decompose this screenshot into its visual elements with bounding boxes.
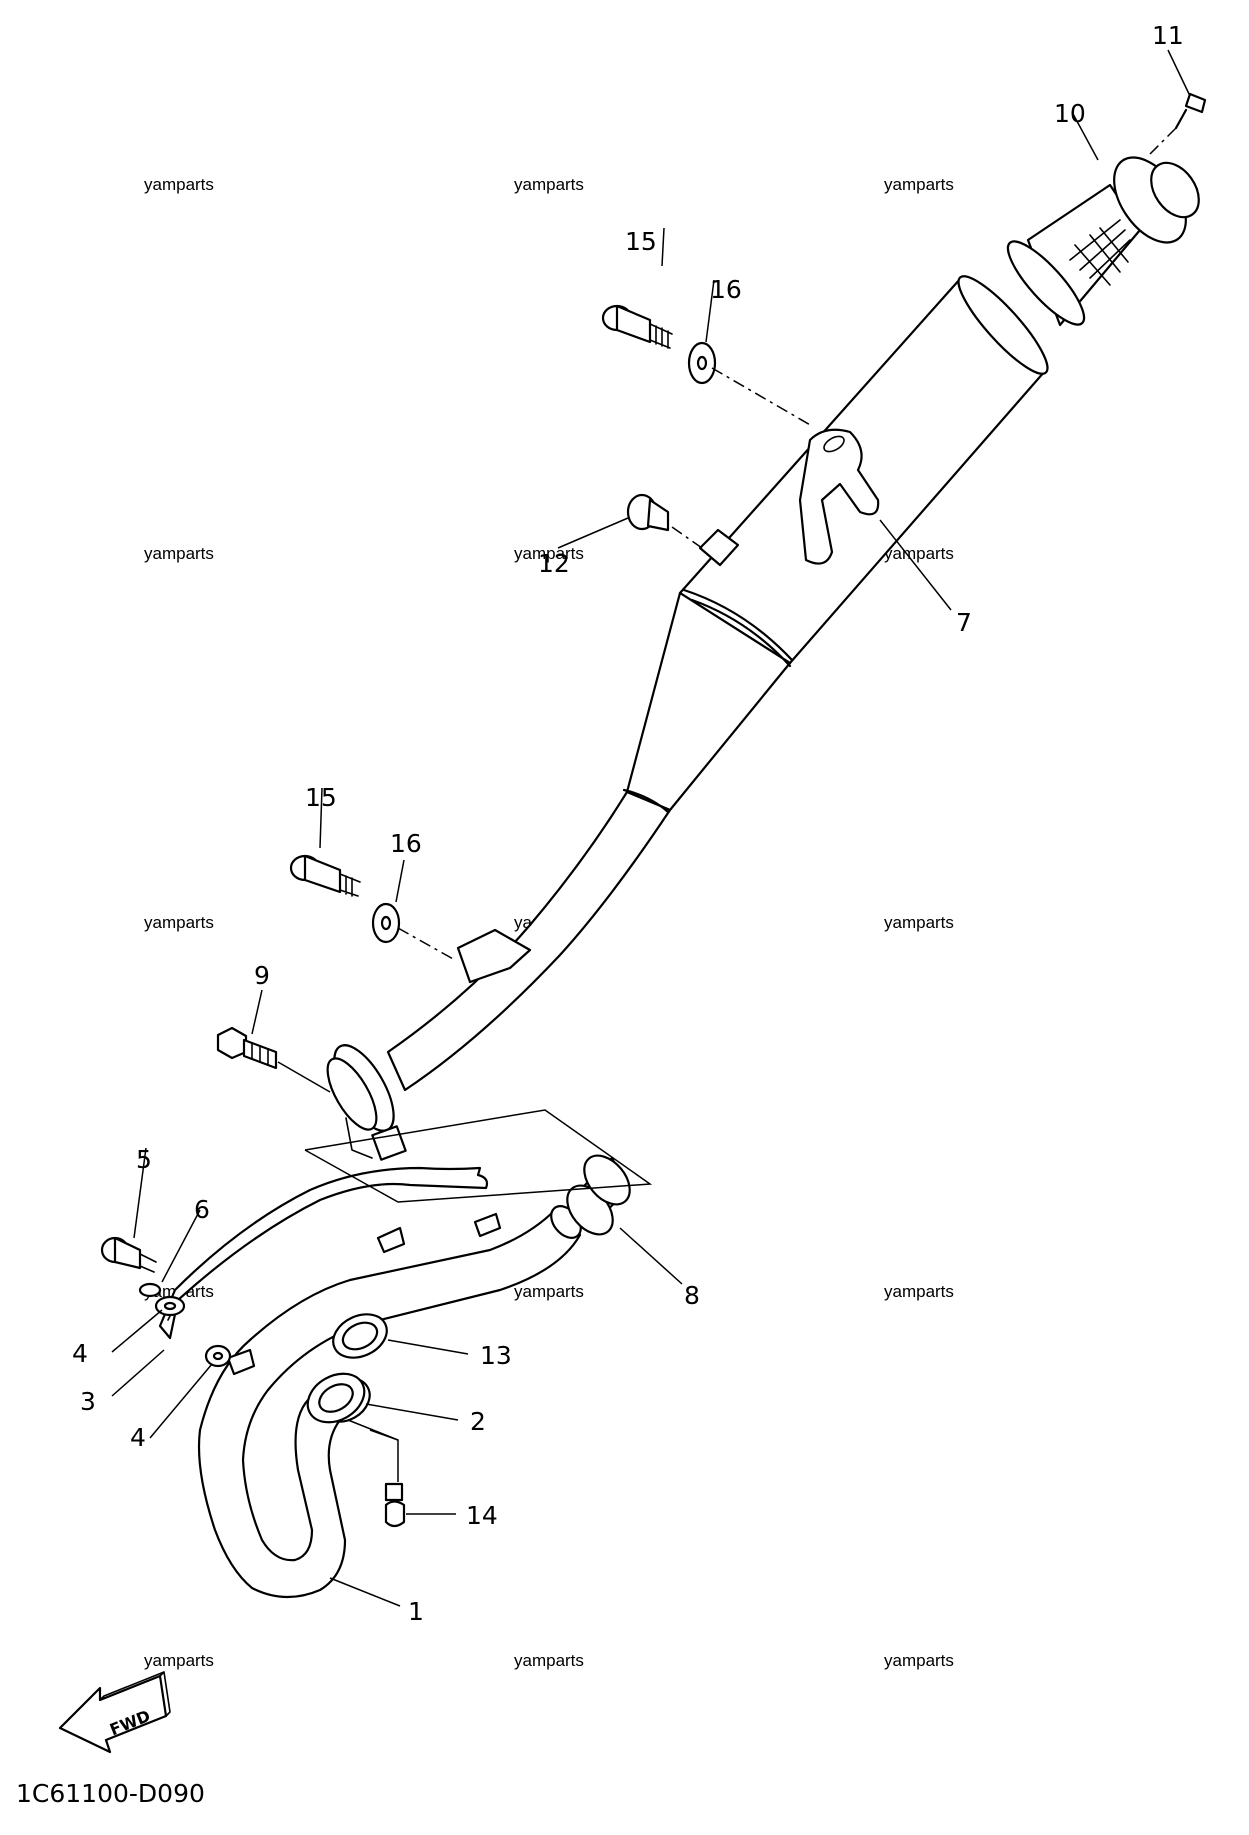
diagram-code: 1C61100-D090 bbox=[16, 1779, 205, 1808]
gasket-part-13 bbox=[332, 1313, 388, 1359]
callout-15-upper: 15 bbox=[625, 227, 657, 256]
watermark: yamparts bbox=[514, 1282, 584, 1301]
watermark: yamparts bbox=[514, 175, 584, 194]
leader-lines bbox=[111, 49, 1191, 1607]
watermark: yamparts bbox=[884, 1651, 954, 1670]
callout-15-lower: 15 bbox=[305, 783, 337, 812]
callout-12: 12 bbox=[538, 549, 570, 578]
watermark: yamparts bbox=[144, 544, 214, 563]
washer-part-16-lower bbox=[371, 902, 456, 961]
watermark: yamparts bbox=[884, 175, 954, 194]
gasket-part-8 bbox=[566, 1154, 631, 1236]
watermark: yamparts bbox=[144, 1651, 214, 1670]
watermark: yamparts bbox=[884, 544, 954, 563]
bolt-part-9 bbox=[216, 1026, 331, 1093]
washer-part-6 bbox=[138, 1282, 162, 1298]
bolt-part-14 bbox=[347, 1419, 406, 1528]
callout-5: 5 bbox=[136, 1145, 152, 1174]
end-cap-part-10 bbox=[1006, 156, 1200, 327]
callout-2: 2 bbox=[470, 1407, 486, 1436]
bolt-part-5 bbox=[100, 1236, 157, 1273]
callout-11: 11 bbox=[1152, 21, 1184, 50]
alignment-frame bbox=[304, 1109, 653, 1203]
callout-10: 10 bbox=[1054, 99, 1086, 128]
washer-part-16-upper bbox=[687, 341, 813, 427]
callout-7: 7 bbox=[956, 608, 972, 637]
exhaust-pipe-part-1 bbox=[197, 1205, 582, 1599]
callout-13: 13 bbox=[480, 1341, 512, 1370]
screw-part-11 bbox=[1149, 92, 1207, 155]
callout-3: 3 bbox=[80, 1387, 96, 1416]
watermark: yamparts bbox=[514, 1651, 584, 1670]
watermark: yamparts bbox=[144, 913, 214, 932]
grommet-part-12 bbox=[626, 493, 703, 549]
watermark: yamparts bbox=[884, 1282, 954, 1301]
callout-6: 6 bbox=[194, 1195, 210, 1224]
bolt-part-15-upper bbox=[601, 304, 673, 349]
callout-4-lower: 4 bbox=[130, 1423, 146, 1452]
callout-16-upper: 16 bbox=[710, 275, 742, 304]
muffler-part-7 bbox=[326, 275, 1049, 1161]
callout-1: 1 bbox=[408, 1597, 424, 1626]
watermark: yamparts bbox=[144, 175, 214, 194]
callout-9: 9 bbox=[254, 961, 270, 990]
callout-4-upper: 4 bbox=[72, 1339, 88, 1368]
watermark: yamparts bbox=[514, 544, 584, 563]
watermark: yamparts bbox=[884, 913, 954, 932]
bolt-part-15-lower bbox=[289, 854, 361, 897]
forward-direction-arrow: FWD bbox=[58, 1671, 171, 1754]
callout-16-lower: 16 bbox=[390, 829, 422, 858]
callout-labels: 11 10 15 16 12 7 15 16 9 5 6 8 4 13 3 2 … bbox=[72, 21, 1184, 1626]
collar-part-4-upper bbox=[154, 1295, 186, 1317]
callout-14: 14 bbox=[466, 1501, 498, 1530]
collar-part-4-lower bbox=[204, 1344, 232, 1368]
callout-8: 8 bbox=[684, 1281, 700, 1310]
gasket-part-2 bbox=[306, 1372, 366, 1424]
